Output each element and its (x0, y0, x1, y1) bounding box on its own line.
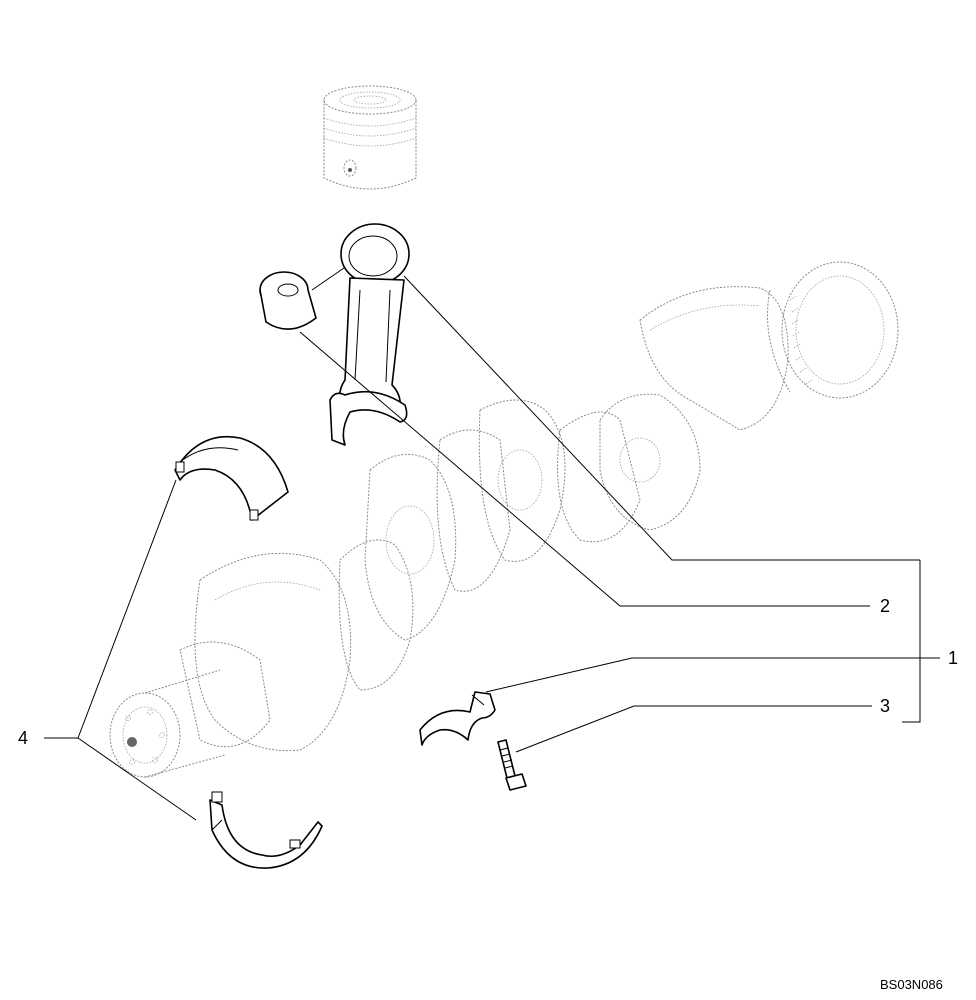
callout-4: 4 (18, 728, 29, 748)
drawing-reference-id: BS03N086 (880, 977, 943, 992)
leader-lines (44, 275, 940, 821)
main-bearing-shell-upper (174, 435, 289, 521)
callout-3: 3 (880, 696, 891, 716)
main-bearing-shell-lower (209, 791, 323, 869)
callout-2: 2 (880, 596, 891, 616)
rod-bearing-shell (419, 691, 496, 746)
crankshaft-ghost (109, 261, 899, 778)
small-end-bushing (259, 267, 345, 330)
connecting-rod (329, 223, 410, 446)
callout-1: 1 (948, 648, 959, 668)
rod-bolt (497, 739, 527, 791)
piston-ghost (323, 85, 417, 190)
